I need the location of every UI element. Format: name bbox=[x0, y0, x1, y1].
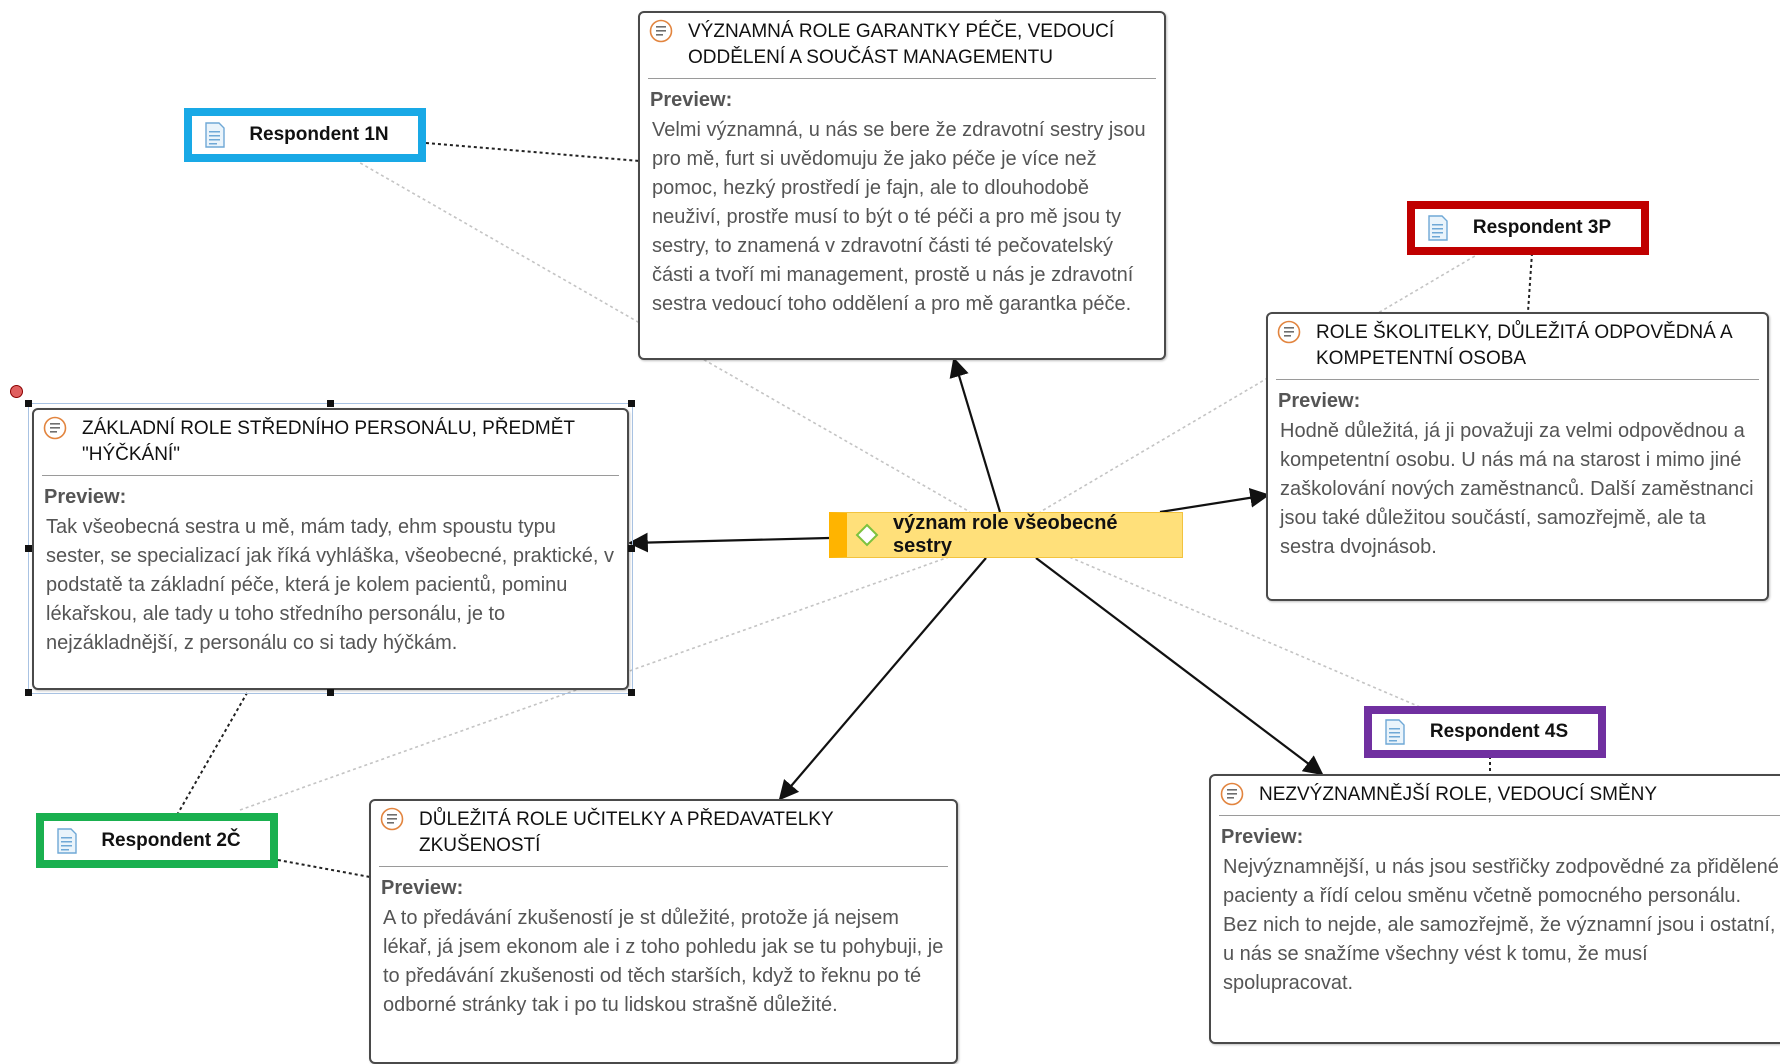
respondent-label: Respondent 4S bbox=[1429, 721, 1569, 742]
document-icon bbox=[205, 122, 225, 148]
memo-icon bbox=[43, 416, 67, 440]
rotate-handle[interactable] bbox=[10, 385, 23, 398]
resize-handle[interactable] bbox=[628, 545, 635, 552]
respondent-node[interactable]: Respondent 1N bbox=[184, 108, 426, 162]
code-node[interactable]: význam role všeobecné sestry bbox=[829, 512, 1183, 558]
arrow-code-m2 bbox=[1159, 487, 1270, 514]
respondent-node[interactable]: Respondent 2Č bbox=[36, 813, 278, 868]
memo-title: VÝZNAMNÁ ROLE GARANTKY PÉČE, VEDOUCÍ ODD… bbox=[688, 21, 1115, 68]
memo-preview-text: Tak všeobecná sestra u mě, mám tady, ehm… bbox=[46, 516, 615, 654]
memo-preview-text: A to předávání zkušeností je st důležité… bbox=[383, 907, 944, 1016]
link-r2-m3 bbox=[176, 692, 248, 816]
respondent-label: Respondent 2Č bbox=[101, 829, 241, 851]
memo-preview-text: Nejvýznamnější, u nás jsou sestřičky zod… bbox=[1223, 856, 1779, 994]
memo-card[interactable]: ROLE ŠKOLITELKY, DŮLEŽITÁ ODPOVĚDNÁ A KO… bbox=[1266, 312, 1769, 601]
arrow-code-m4 bbox=[778, 557, 987, 801]
respondent-label: Respondent 1N bbox=[249, 124, 389, 145]
memo-divider bbox=[379, 866, 948, 867]
preview-label: Preview: bbox=[44, 486, 127, 508]
memo-divider bbox=[1276, 379, 1759, 380]
code-label: význam role všeobecné sestry bbox=[893, 512, 1118, 557]
preview-label: Preview: bbox=[1278, 390, 1361, 412]
memo-title: DŮLEŽITÁ ROLE UČITELKY A PŘEDAVATELKY ZK… bbox=[419, 809, 834, 856]
memo-icon bbox=[1220, 782, 1244, 806]
memo-card[interactable]: ZÁKLADNÍ ROLE STŘEDNÍHO PERSONÁLU, PŘEDM… bbox=[32, 408, 629, 690]
resize-handle[interactable] bbox=[25, 545, 32, 552]
arrow-code-m1 bbox=[949, 357, 1002, 513]
memo-card[interactable]: DŮLEŽITÁ ROLE UČITELKY A PŘEDAVATELKY ZK… bbox=[369, 799, 958, 1064]
document-icon bbox=[1385, 719, 1405, 745]
respondent-node[interactable]: Respondent 4S bbox=[1364, 706, 1606, 758]
memo-icon bbox=[649, 19, 673, 43]
resize-handle[interactable] bbox=[327, 689, 334, 696]
document-icon bbox=[57, 827, 77, 854]
preview-label: Preview: bbox=[1221, 826, 1304, 848]
memo-title: NEZVÝZNAMNĚJŠÍ ROLE, VEDOUCÍ SMĚNY bbox=[1259, 784, 1658, 805]
memo-divider bbox=[648, 78, 1156, 79]
link-r1-m1 bbox=[425, 142, 641, 162]
preview-label: Preview: bbox=[381, 877, 464, 899]
preview-label: Preview: bbox=[650, 89, 733, 111]
memo-preview-text: Hodně důležitá, já ji považuji za velmi … bbox=[1280, 420, 1754, 558]
memo-icon bbox=[380, 807, 404, 831]
memo-title: ZÁKLADNÍ ROLE STŘEDNÍHO PERSONÁLU, PŘEDM… bbox=[82, 418, 575, 465]
memo-preview-text: Velmi významná, u nás se bere že zdravot… bbox=[652, 119, 1146, 315]
link-r3-m2 bbox=[1527, 252, 1533, 313]
memo-title: ROLE ŠKOLITELKY, DŮLEŽITÁ ODPOVĚDNÁ A KO… bbox=[1316, 322, 1732, 369]
memo-card[interactable]: VÝZNAMNÁ ROLE GARANTKY PÉČE, VEDOUCÍ ODD… bbox=[638, 11, 1166, 360]
memo-card[interactable]: NEZVÝZNAMNĚJŠÍ ROLE, VEDOUCÍ SMĚNY Previ… bbox=[1209, 774, 1780, 1044]
resize-handle[interactable] bbox=[25, 400, 32, 407]
memo-divider bbox=[1219, 815, 1780, 816]
respondent-label: Respondent 3P bbox=[1472, 217, 1612, 238]
document-icon bbox=[1428, 215, 1448, 241]
link-r2-m4 bbox=[277, 859, 371, 878]
arrow-code-m3 bbox=[628, 532, 830, 553]
memo-icon bbox=[1277, 320, 1301, 344]
code-diamond-icon bbox=[855, 523, 879, 547]
resize-handle[interactable] bbox=[628, 689, 635, 696]
resize-handle[interactable] bbox=[327, 400, 334, 407]
resize-handle[interactable] bbox=[628, 400, 635, 407]
respondent-node[interactable]: Respondent 3P bbox=[1407, 201, 1649, 255]
resize-handle[interactable] bbox=[25, 689, 32, 696]
memo-divider bbox=[42, 475, 619, 476]
